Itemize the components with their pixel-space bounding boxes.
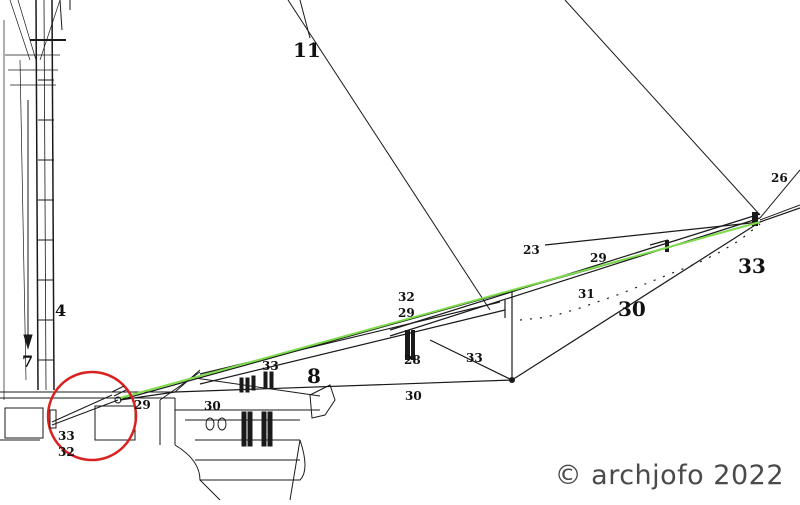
- label-29-a: 29: [590, 251, 607, 265]
- label-33-b: 33: [466, 351, 483, 365]
- label-7: 7: [22, 352, 33, 371]
- label-28: 28: [404, 353, 421, 367]
- label-23: 23: [523, 243, 540, 257]
- label-33-a: 33: [738, 254, 766, 278]
- stay-7: [23, 100, 33, 350]
- label-33-d: 33: [58, 429, 75, 443]
- label-31: 31: [578, 287, 595, 301]
- bowsprit-bands: [405, 212, 758, 383]
- copyright-watermark: © archjofo 2022: [554, 460, 784, 491]
- sail-stays: [287, 0, 800, 311]
- label-8: 8: [307, 364, 321, 388]
- label-29-c: 29: [134, 398, 151, 412]
- hull: [0, 369, 336, 501]
- mast: [30, 0, 71, 391]
- label-30-a: 30: [618, 297, 646, 321]
- label-26: 26: [771, 171, 788, 185]
- label-30-c: 30: [405, 389, 422, 403]
- label-30-b: 30: [204, 399, 221, 413]
- shrouds: [3, 0, 61, 400]
- highlighted-stay: [119, 221, 761, 399]
- label-4: 4: [55, 301, 66, 320]
- label-33-c: 33: [262, 359, 279, 373]
- label-32-a: 32: [398, 290, 415, 304]
- circle-rigging: [49, 385, 127, 429]
- label-11: 11: [293, 38, 321, 62]
- hull-details: [239, 371, 274, 447]
- label-29-b: 29: [398, 306, 415, 320]
- highlight-circle: [46, 370, 138, 462]
- label-32-b: 32: [58, 445, 75, 459]
